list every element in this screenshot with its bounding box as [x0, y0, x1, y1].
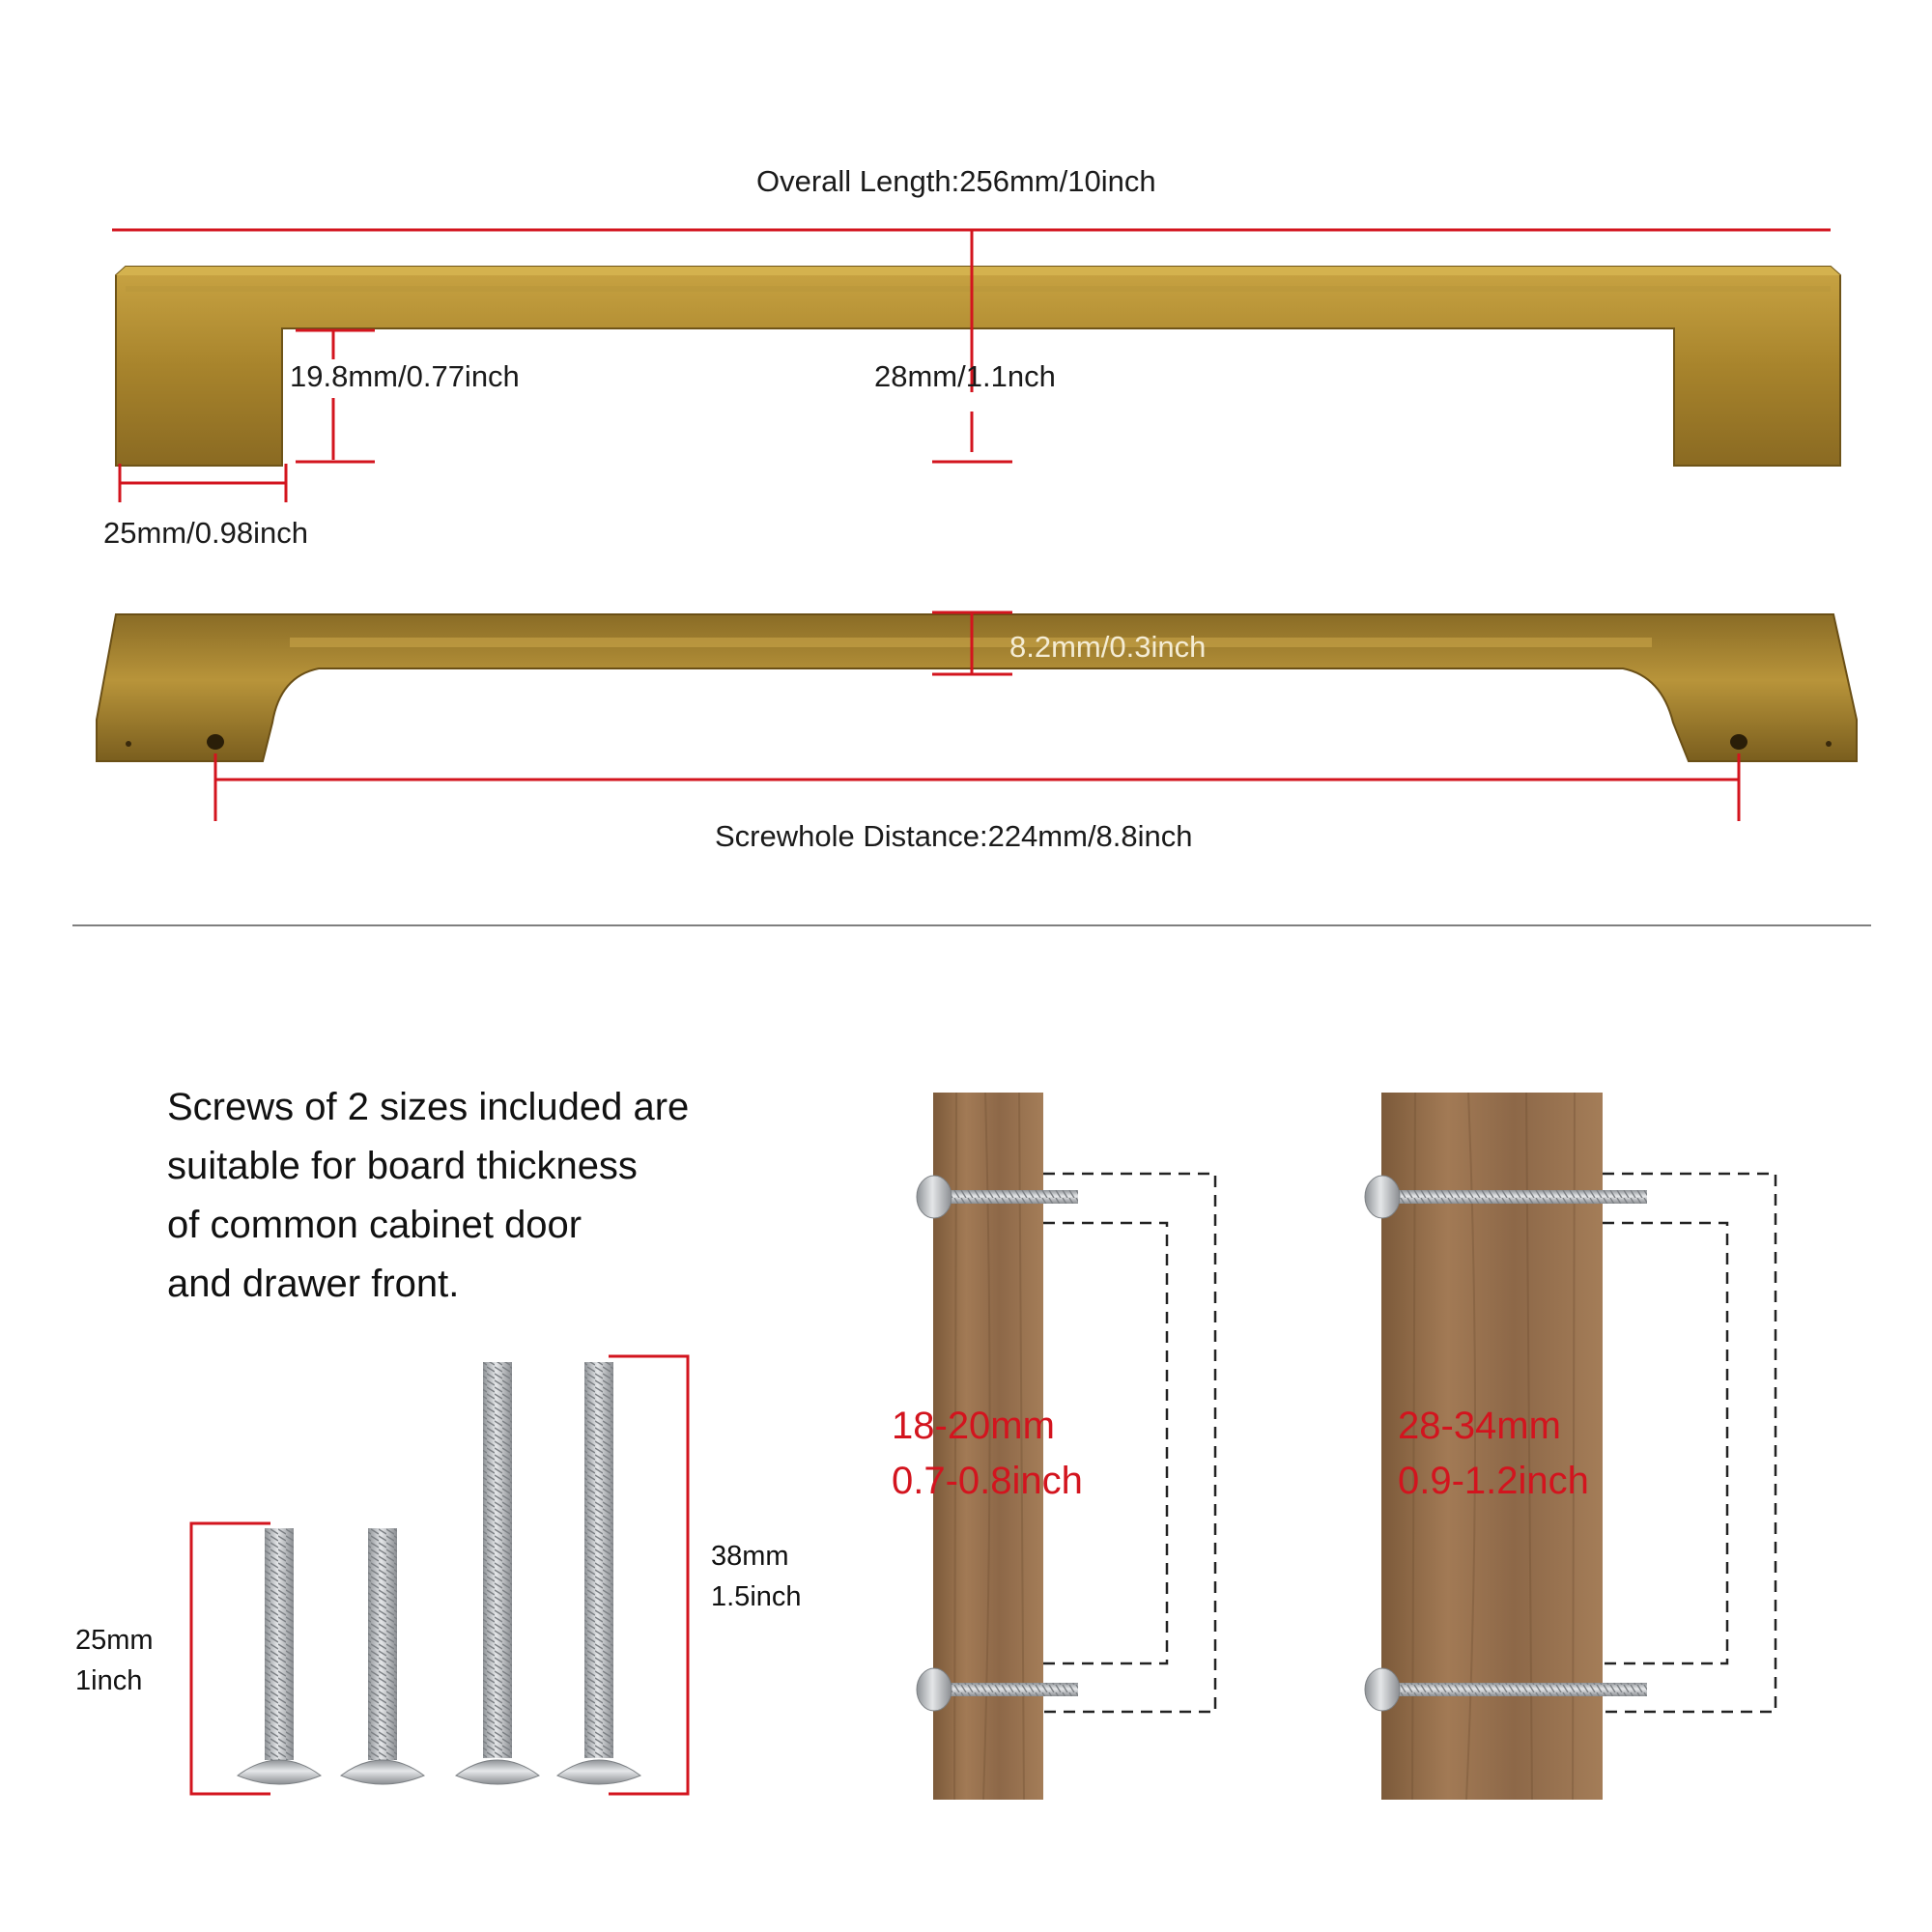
long-screw-bracket [609, 1354, 690, 1796]
info-line: Screws of 2 sizes included are [167, 1086, 690, 1128]
thin-board-label: 18-20mm 0.7-0.8inch [892, 1399, 1083, 1509]
foot-width-label: 25mm/0.98inch [103, 516, 308, 550]
foot-width-dimension [118, 464, 288, 502]
thin-board-mm: 18-20mm [892, 1405, 1055, 1447]
inner-height-label: 19.8mm/0.77inch [290, 359, 520, 393]
inner-height-dimension [296, 328, 375, 464]
thin-board-inch: 0.7-0.8inch [892, 1460, 1083, 1502]
thin-board-diagram [916, 1092, 1217, 1801]
short-screw-label: 25mm 1inch [75, 1620, 154, 1701]
screwhole-distance-label: Screwhole Distance:224mm/8.8inch [715, 819, 1193, 853]
handle-front-view [115, 266, 1841, 467]
info-line: suitable for board thickness [167, 1145, 638, 1187]
screw-long-1 [454, 1362, 541, 1785]
bar-thickness-label: 8.2mm/0.3inch [1009, 630, 1207, 664]
screwhole-distance-dimension [213, 753, 1741, 821]
screw-set [236, 1362, 642, 1785]
thick-board-label: 28-34mm 0.9-1.2inch [1398, 1399, 1589, 1509]
screw-short-1 [236, 1528, 323, 1785]
info-text: Screws of 2 sizes included are suitable … [167, 1078, 689, 1314]
screw-long-2 [555, 1362, 642, 1785]
bar-thickness-dimension [932, 611, 1012, 676]
thick-board-mm: 28-34mm [1398, 1405, 1561, 1447]
thick-board-diagram [1364, 1092, 1777, 1801]
short-screw-mm: 25mm [75, 1625, 154, 1656]
total-height-label: 28mm/1.1nch [874, 359, 1056, 393]
screw-short-2 [339, 1528, 426, 1785]
info-line: of common cabinet door [167, 1204, 582, 1246]
overall-length-dimension [112, 228, 1831, 464]
overall-length-label: Overall Length:256mm/10inch [756, 164, 1156, 198]
short-screw-inch: 1inch [75, 1665, 143, 1696]
handle-side-view [96, 613, 1858, 762]
info-line: and drawer front. [167, 1263, 460, 1305]
short-screw-bracket [189, 1521, 270, 1796]
long-screw-inch: 1.5inch [711, 1581, 802, 1612]
long-screw-mm: 38mm [711, 1541, 789, 1572]
thick-board-inch: 0.9-1.2inch [1398, 1460, 1589, 1502]
long-screw-label: 38mm 1.5inch [711, 1536, 802, 1617]
